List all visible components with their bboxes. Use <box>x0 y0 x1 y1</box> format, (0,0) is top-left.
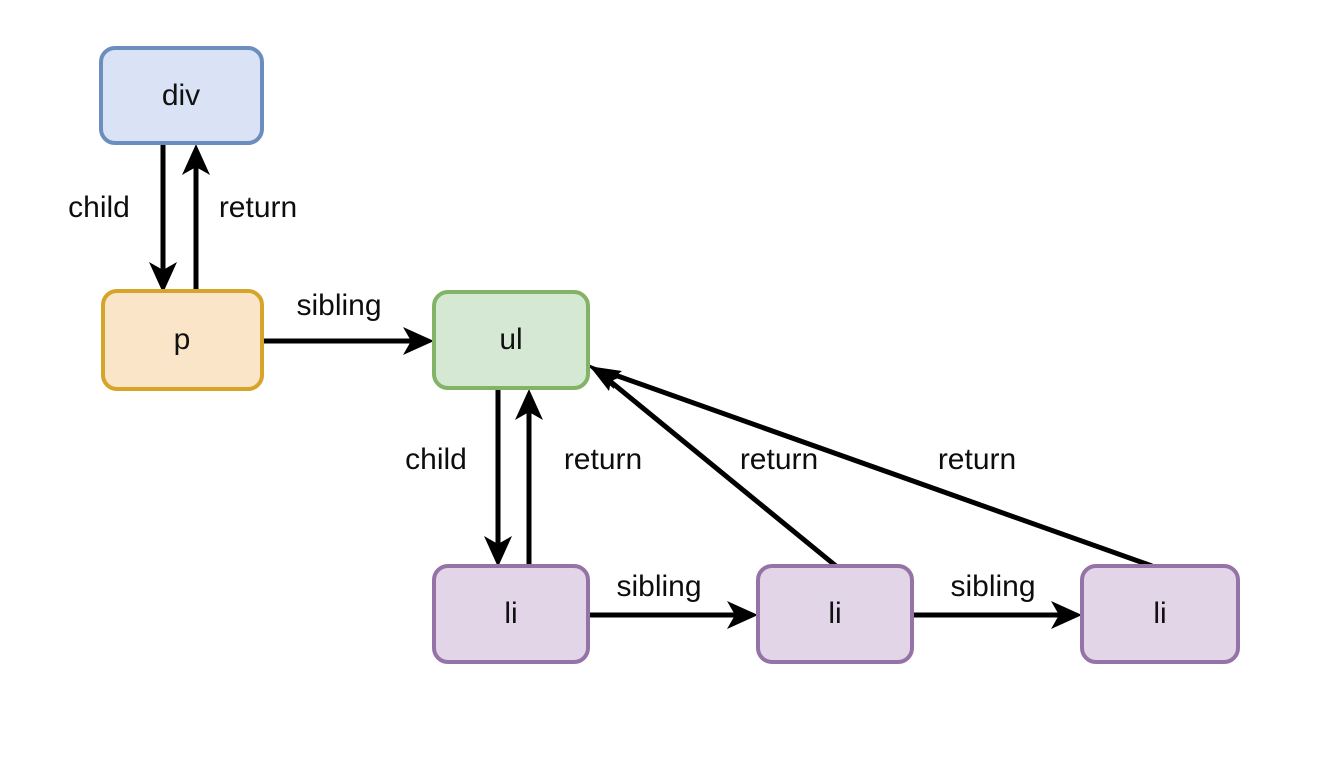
edge-label-sibling-li2-to-li3: sibling <box>950 570 1035 603</box>
arrowhead-return-li3-to-ul <box>588 366 622 389</box>
arrowhead-child-div-to-p <box>149 262 177 293</box>
edge-return-li3-to-ul: return <box>588 366 1153 569</box>
node-label-li-1: li <box>504 597 517 630</box>
node-box-p[interactable] <box>101 289 264 391</box>
edge-label-return-li2-to-ul: return <box>740 443 818 476</box>
arrowhead-sibling-li1-to-li2 <box>727 601 758 629</box>
node-label-li-2: li <box>828 597 841 630</box>
node-box-li-2[interactable] <box>756 564 914 664</box>
edge-line-return-li3-to-ul <box>614 372 1153 569</box>
node-box-li-3[interactable] <box>1080 564 1240 664</box>
node-label-li-3: li <box>1153 597 1166 630</box>
edge-return-li1-to-ul: return <box>515 389 642 566</box>
node-label-ul: ul <box>499 323 522 356</box>
node-p[interactable]: p <box>101 289 264 391</box>
edge-line-return-li2-to-ul <box>609 380 838 568</box>
node-li-2[interactable]: li <box>756 564 914 664</box>
edge-child-ul-to-li1: child <box>405 388 512 567</box>
edge-label-sibling-p-to-ul: sibling <box>296 289 381 322</box>
node-box-div[interactable] <box>99 46 264 145</box>
arrowhead-sibling-li2-to-li3 <box>1051 601 1082 629</box>
node-li-1[interactable]: li <box>432 564 590 664</box>
arrowhead-sibling-p-to-ul <box>403 327 434 355</box>
edge-sibling-p-to-ul: sibling <box>262 289 434 355</box>
node-label-p: p <box>174 323 191 356</box>
edge-sibling-li2-to-li3: sibling <box>912 570 1082 629</box>
node-box-ul[interactable] <box>432 290 590 390</box>
edge-label-return-li1-to-ul: return <box>564 443 642 476</box>
edge-return-p-to-div: return <box>182 144 297 291</box>
edge-label-return-li3-to-ul: return <box>938 443 1016 476</box>
edge-sibling-li1-to-li2: sibling <box>588 570 758 629</box>
arrowhead-return-li1-to-ul <box>515 389 543 420</box>
arrowhead-return-p-to-div <box>182 144 210 175</box>
edge-label-child-div-to-p: child <box>68 191 130 224</box>
node-ul[interactable]: ul <box>432 290 590 390</box>
node-li-3[interactable]: li <box>1080 564 1240 664</box>
node-div[interactable]: div <box>99 46 264 145</box>
edge-label-sibling-li1-to-li2: sibling <box>616 570 701 603</box>
edge-label-return-p-to-div: return <box>219 191 297 224</box>
edge-child-div-to-p: child <box>68 143 177 293</box>
edge-label-child-ul-to-li1: child <box>405 443 467 476</box>
node-label-div: div <box>162 79 200 112</box>
node-box-li-1[interactable] <box>432 564 590 664</box>
arrowhead-child-ul-to-li1 <box>484 536 512 567</box>
